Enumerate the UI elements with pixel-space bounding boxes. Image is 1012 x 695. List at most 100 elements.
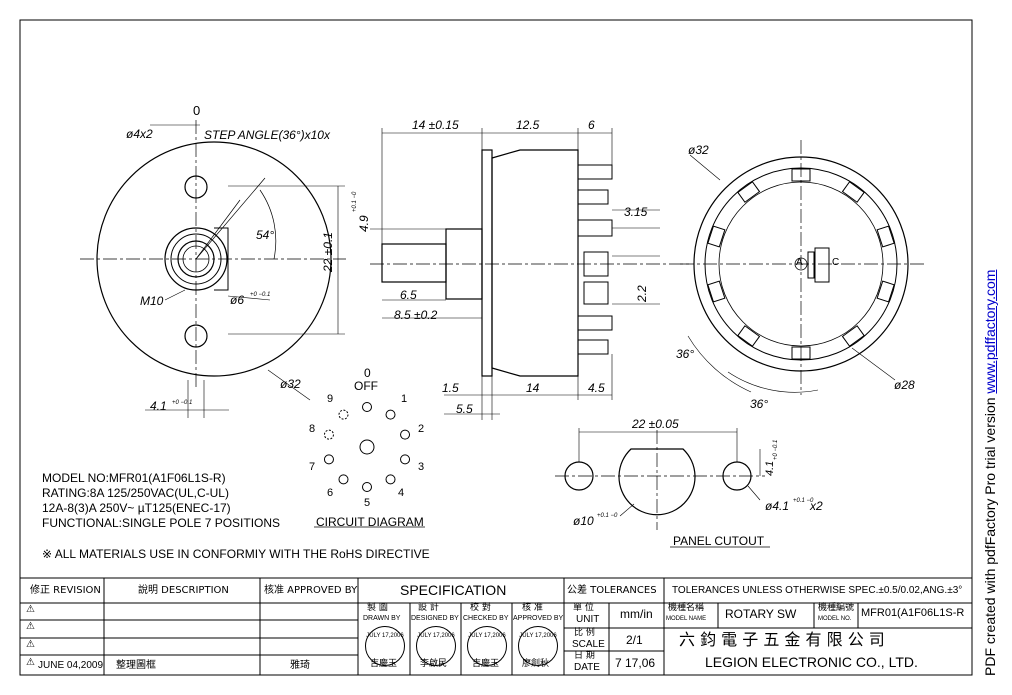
drawn-stamp: JULY 17,2006: [365, 626, 405, 666]
circuit-pos-5: 5: [364, 497, 371, 509]
circuit-contact: [338, 409, 349, 420]
tb-model-name: 機種名稱: [668, 603, 705, 613]
rear-view: [680, 140, 925, 395]
front-step-angle: STEP ANGLE(36°)x10x: [204, 128, 330, 142]
front-height-dim: 22 ±0.1: [321, 232, 335, 272]
circuit-pos-3: 3: [418, 461, 425, 473]
rear-angle-a: 36°: [676, 347, 695, 361]
tb-designed-by: 設 計: [418, 603, 439, 613]
pdf-watermark: PDF created with pdfFactory Pro trial ve…: [982, 269, 998, 676]
tb-tolerances: 公差 TOLERANCES: [567, 585, 657, 596]
front-thread-label: M10: [140, 294, 164, 308]
tb-unit-en: UNIT: [576, 614, 600, 625]
side-dim-8-5: 8.5 ±0.2: [394, 308, 438, 322]
panel-cutout: [555, 428, 770, 548]
front-dia-label: ø32: [280, 377, 301, 391]
tb-date-val: 7 17,06: [615, 656, 656, 670]
circuit-pos-2: 2: [418, 423, 425, 435]
tb-model-no: 機種編號: [818, 603, 855, 613]
tb-scale: 比 例: [574, 628, 595, 638]
revision-triangle-icon: ⚠: [26, 621, 35, 632]
tb-rev-date: JUNE 04,2009: [38, 660, 104, 671]
tb-date: 日 期: [574, 651, 595, 661]
side-dim-top-1: 14 ±0.15: [412, 118, 459, 132]
tb-approved-header: 核准 APPROVED BY: [264, 585, 358, 596]
circuit-pos-7: 7: [309, 461, 316, 473]
circuit-contact: [362, 402, 372, 412]
tb-company-cn: 六 鈞 電 子 五 金 有 限 公 司: [679, 630, 885, 649]
circuit-pos-6: 6: [327, 487, 334, 499]
panel-center-dim: ø10: [573, 514, 594, 528]
panel-hole-count: x2: [810, 499, 823, 513]
tb-signer-drawn: 吉慶玉: [370, 659, 398, 669]
designed-stamp: JULY 17,2006: [416, 626, 456, 666]
tb-approved-by: 核 准: [522, 603, 543, 613]
side-dim-2-2: 2.2: [635, 285, 649, 302]
tb-revision-header: 修正 REVISION: [30, 585, 101, 596]
panel-hole-tol: +0.1 −0: [793, 498, 814, 504]
side-view: [370, 128, 690, 420]
circuit-pos-4: 4: [398, 487, 405, 499]
rear-dia-28: ø28: [894, 378, 915, 392]
tb-scale-val: 2/1: [626, 633, 643, 647]
rohs-note: ※ ALL MATERIALS USE IN CONFORMIY WITH TH…: [42, 547, 430, 561]
checked-stamp: JULY 17,2006: [467, 626, 507, 666]
revision-triangle-icon: ⚠: [26, 604, 35, 615]
circuit-pos-9: 9: [327, 393, 334, 405]
tb-rev-desc: 整理圖框: [116, 660, 156, 671]
spec-line-rating: RATING:8A 125/250VAC(UL,C-UL): [42, 486, 229, 500]
rear-terminal: [707, 280, 726, 303]
circuit-contact: [338, 474, 349, 485]
front-zero-label: 0: [193, 103, 201, 118]
circuit-diagram: [314, 402, 425, 528]
pdffactory-link[interactable]: www.pdffactory.com: [982, 269, 998, 394]
tb-model-name-val: ROTARY SW: [725, 607, 797, 621]
circuit-pos-0: 0: [364, 366, 371, 380]
tb-scale-en: SCALE: [572, 639, 605, 650]
circuit-contact: [400, 429, 411, 440]
rear-center-c: C: [832, 257, 840, 268]
side-dim-1-5: 1.5: [442, 381, 459, 395]
front-hole-label: ø4x2: [126, 127, 153, 141]
approved-stamp: JULY 17,2006: [518, 626, 558, 666]
tb-rev-app: 雅琦: [290, 660, 310, 671]
tb-signer-approved: 廖劍秋: [522, 659, 550, 669]
circuit-off-label: OFF: [354, 379, 378, 393]
side-dim-4-9-tol: +0.1 −0: [352, 191, 358, 212]
circuit-contact: [323, 454, 334, 465]
circuit-contact: [400, 454, 411, 465]
circuit-contact: [385, 474, 396, 485]
side-dim-5-5: 5.5: [456, 402, 473, 416]
rear-terminal: [791, 168, 811, 182]
tb-checked-by: 校 對: [470, 603, 491, 613]
circuit-contact: [323, 429, 334, 440]
front-shaft-tol: +0 −0.1: [250, 292, 271, 298]
front-key-dim: 4.1: [150, 399, 167, 413]
tb-unit-val: mm/in: [620, 607, 653, 621]
front-angle-54: 54°: [256, 228, 275, 242]
front-key-tol: +0 −0.1: [172, 400, 193, 406]
spec-line-functional: FUNCTIONAL:SINGLE POLE 7 POSITIONS: [42, 516, 281, 530]
rear-terminal: [737, 325, 761, 347]
panel-title: PANEL CUTOUT: [673, 534, 765, 548]
rear-terminal: [737, 181, 761, 203]
circuit-pos-1: 1: [401, 393, 408, 405]
circuit-contact: [385, 409, 396, 420]
spec-line-rating-enec: 12A-8(3)A 250V~ µT125(ENEC-17): [42, 501, 231, 515]
panel-dim-22: 22 ±0.05: [632, 417, 679, 431]
side-dim-4-5: 4.5: [588, 381, 605, 395]
rear-terminal: [791, 346, 811, 360]
tb-model-no-val: MFR01(A1F06L1S-R: [861, 607, 965, 619]
sheet-border: [19, 19, 973, 676]
tb-date-en: DATE: [574, 662, 600, 673]
spec-line-model: MODEL NO:MFR01(A1F06L1S-R): [42, 471, 226, 485]
circuit-title: CIRCUIT DIAGRAM: [316, 515, 424, 529]
side-dim-6-5: 6.5: [400, 288, 417, 302]
panel-dim-4-1-tol: +0 −0.1: [773, 439, 779, 460]
tb-signer-designed: 李啟民: [420, 659, 448, 669]
rear-terminal: [876, 280, 895, 303]
tb-designed-by-en: DESIGNED BY: [411, 615, 459, 622]
front-shaft-dia: ø6: [230, 293, 245, 307]
tb-approved-by-en: APPROVED BY: [513, 615, 564, 622]
